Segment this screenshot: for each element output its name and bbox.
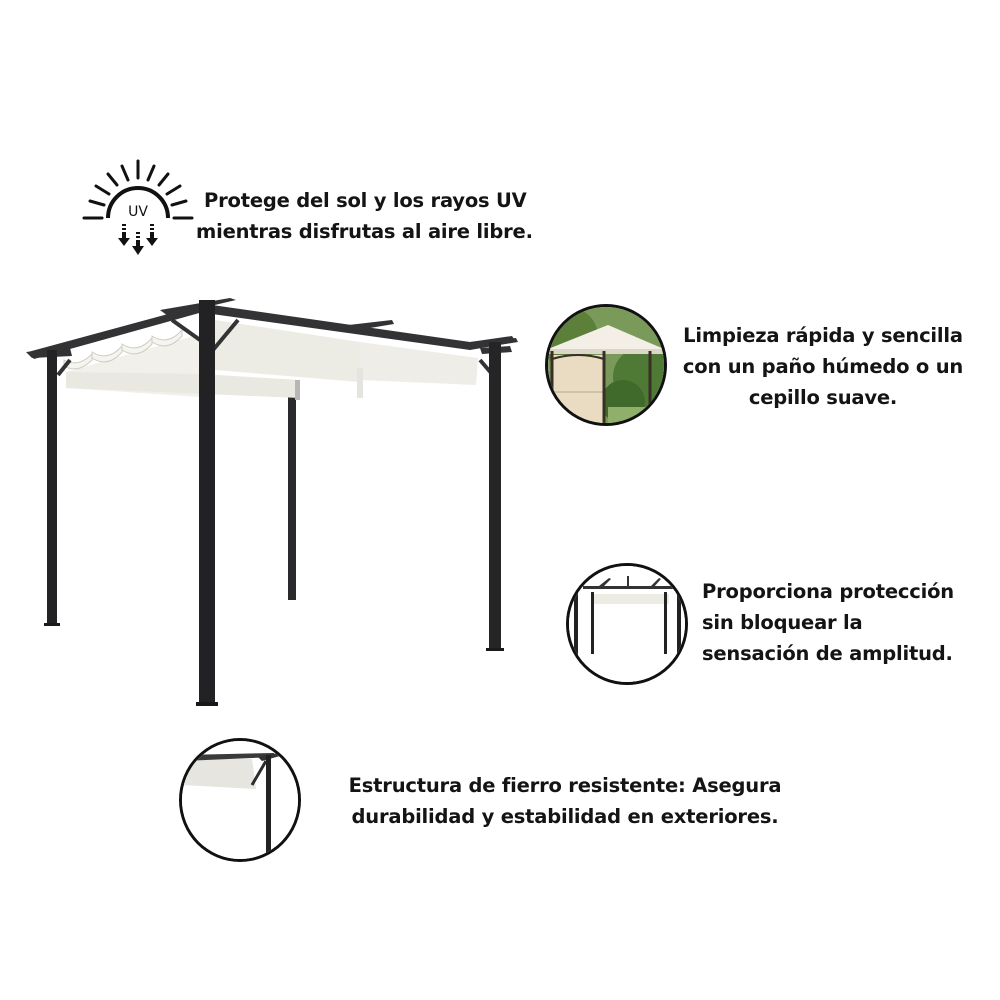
pergola-front-view-photo <box>566 563 688 685</box>
space-feature-line-2: sin bloquear la <box>702 611 863 634</box>
cleaning-feature-text: Limpieza rápida y sencilla con un paño h… <box>672 320 974 413</box>
uv-feature-line-2: mientras disfrutas al aire libre. <box>196 220 533 243</box>
uv-feature-text: Protege del sol y los rayos UV mientras … <box>196 185 533 247</box>
structure-feature-text: Estructura de fierro resistente: Asegura… <box>330 770 800 832</box>
pergola-corner-detail-photo <box>179 738 301 862</box>
cleaning-feature-line-1: Limpieza rápida y sencilla <box>683 324 963 347</box>
structure-feature-line-2: durabilidad y estabilidad en exteriores. <box>351 805 779 828</box>
gazebo-garden-photo <box>545 304 667 426</box>
svg-text:UV: UV <box>128 204 148 220</box>
cleaning-feature-line-3: cepillo suave. <box>748 386 898 409</box>
cleaning-feature-line-2: con un paño húmedo o un <box>682 355 964 378</box>
uv-feature-line-1: Protege del sol y los rayos UV <box>204 189 527 212</box>
uv-sun-icon: UV <box>82 158 194 260</box>
space-feature-text: Proporciona protección sin bloquear la s… <box>702 576 954 669</box>
structure-feature-line-1: Estructura de fierro resistente: Asegura <box>348 774 782 797</box>
space-feature-line-3: sensación de amplitud. <box>702 642 953 665</box>
pergola-product-image <box>0 280 540 720</box>
space-feature-line-1: Proporciona protección <box>702 580 954 603</box>
